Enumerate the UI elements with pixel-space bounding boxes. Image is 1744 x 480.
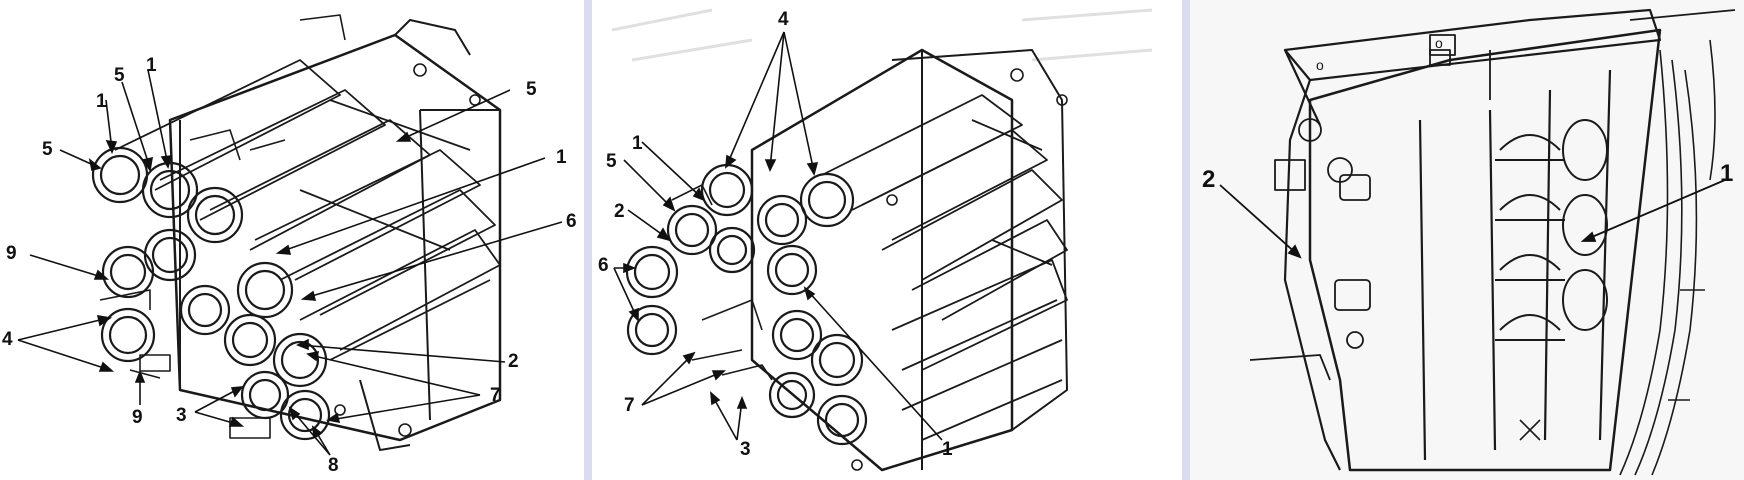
callout-mid-3: 3 [740, 439, 751, 460]
callout-mid-7: 7 [624, 395, 635, 416]
figure-right-door: o o 2 1 [1190, 0, 1744, 480]
callout-left-5b: 5 [114, 65, 125, 86]
callout-left-2: 2 [508, 351, 519, 372]
callout-mid-4: 4 [778, 9, 789, 30]
callout-left-5a: 5 [42, 139, 53, 160]
middle-rack-drawing [611, 8, 1153, 472]
callout-right-1: 1 [1720, 160, 1734, 187]
callout-left-1c: 1 [556, 147, 567, 168]
callout-mid-5: 5 [606, 151, 617, 172]
callout-left-8: 8 [328, 455, 339, 476]
callout-right-2: 2 [1202, 166, 1216, 193]
callout-mid-1a: 1 [632, 133, 643, 154]
callout-left-6: 6 [566, 211, 577, 232]
svg-text:o: o [1316, 57, 1324, 73]
callout-left-5c: 5 [526, 79, 537, 100]
callout-left-1b: 1 [146, 55, 157, 76]
door-rack-drawing: o o [1219, 8, 1736, 476]
callout-mid-2: 2 [614, 201, 625, 222]
callout-left-9a: 9 [6, 243, 17, 264]
callout-left-9b: 9 [132, 407, 143, 428]
callout-mid-1b: 1 [942, 439, 953, 460]
callout-left-1a: 1 [96, 91, 107, 112]
callout-left-3: 3 [176, 405, 187, 426]
callout-left-4: 4 [2, 329, 13, 350]
callout-mid-6: 6 [598, 255, 609, 276]
figure-middle-rack: 4 5 1 2 6 7 3 1 [592, 0, 1182, 480]
left-rack-drawing [17, 14, 563, 456]
svg-text:o: o [1435, 35, 1443, 51]
figure-left-rack: 5 1 5 1 5 1 6 9 4 2 7 3 9 8 [0, 0, 584, 480]
callout-left-7: 7 [490, 385, 501, 406]
